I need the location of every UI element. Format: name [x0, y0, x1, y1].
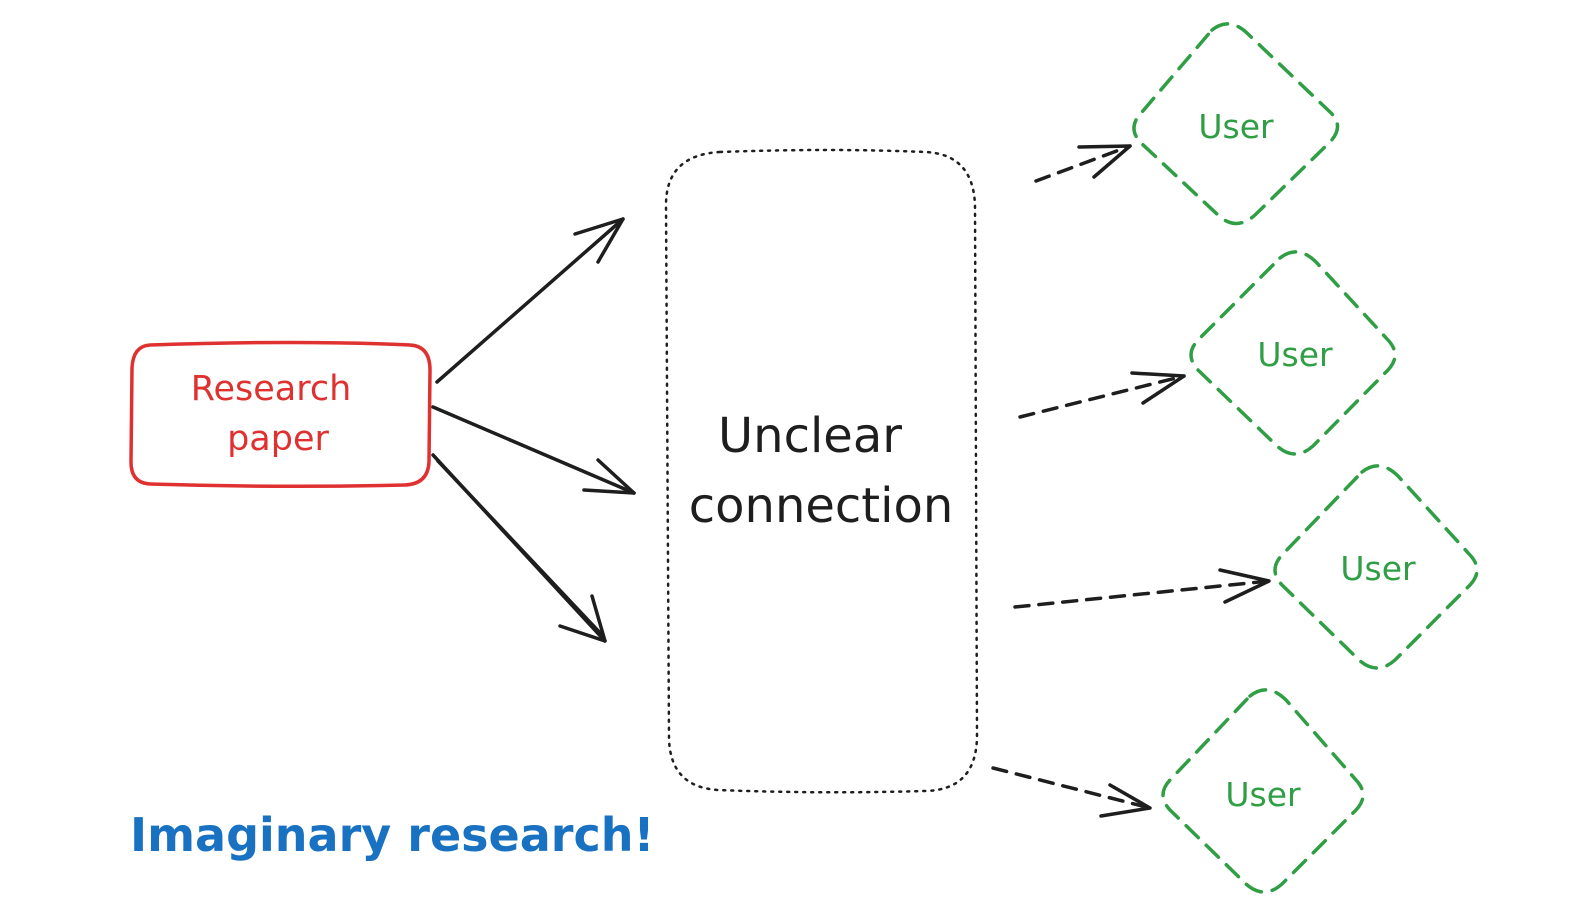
research-paper-box	[129, 340, 432, 489]
research-paper-label-line-2: paper	[227, 419, 329, 459]
arrow-center-to-user-4	[991, 766, 1152, 818]
unclear-connection-box	[664, 148, 979, 794]
arrow-center-to-user-1	[1034, 144, 1132, 183]
arrow-paper-to-center-middle	[431, 405, 636, 495]
user-diamond-3	[1273, 464, 1479, 670]
user-diamond-1	[1132, 22, 1340, 226]
user-node-3[interactable]: User	[1273, 464, 1479, 670]
research-paper-label-line-1: Research	[191, 369, 352, 409]
unclear-connection-node[interactable]: Unclear connection	[664, 148, 979, 794]
user-diamond-2	[1189, 250, 1397, 456]
arrow-paper-to-center-top	[435, 217, 625, 384]
research-paper-node[interactable]: Research paper	[129, 340, 432, 489]
unclear-connection-label-line-2: connection	[689, 478, 953, 534]
caption-text: Imaginary research!	[130, 808, 654, 862]
user-node-4[interactable]: User	[1161, 688, 1365, 894]
unclear-connection-label-line-1: Unclear	[718, 408, 902, 464]
arrow-center-to-user-3	[1013, 568, 1271, 609]
user-label-4: User	[1225, 775, 1301, 814]
user-label-3: User	[1340, 549, 1416, 588]
user-label-2: User	[1257, 335, 1333, 374]
arrow-center-to-user-2	[1018, 371, 1186, 419]
arrow-paper-to-center-bottom	[431, 453, 607, 643]
user-diamond-4	[1161, 688, 1365, 894]
user-label-1: User	[1198, 107, 1274, 146]
user-node-1[interactable]: User	[1132, 22, 1340, 226]
user-node-2[interactable]: User	[1189, 250, 1397, 456]
